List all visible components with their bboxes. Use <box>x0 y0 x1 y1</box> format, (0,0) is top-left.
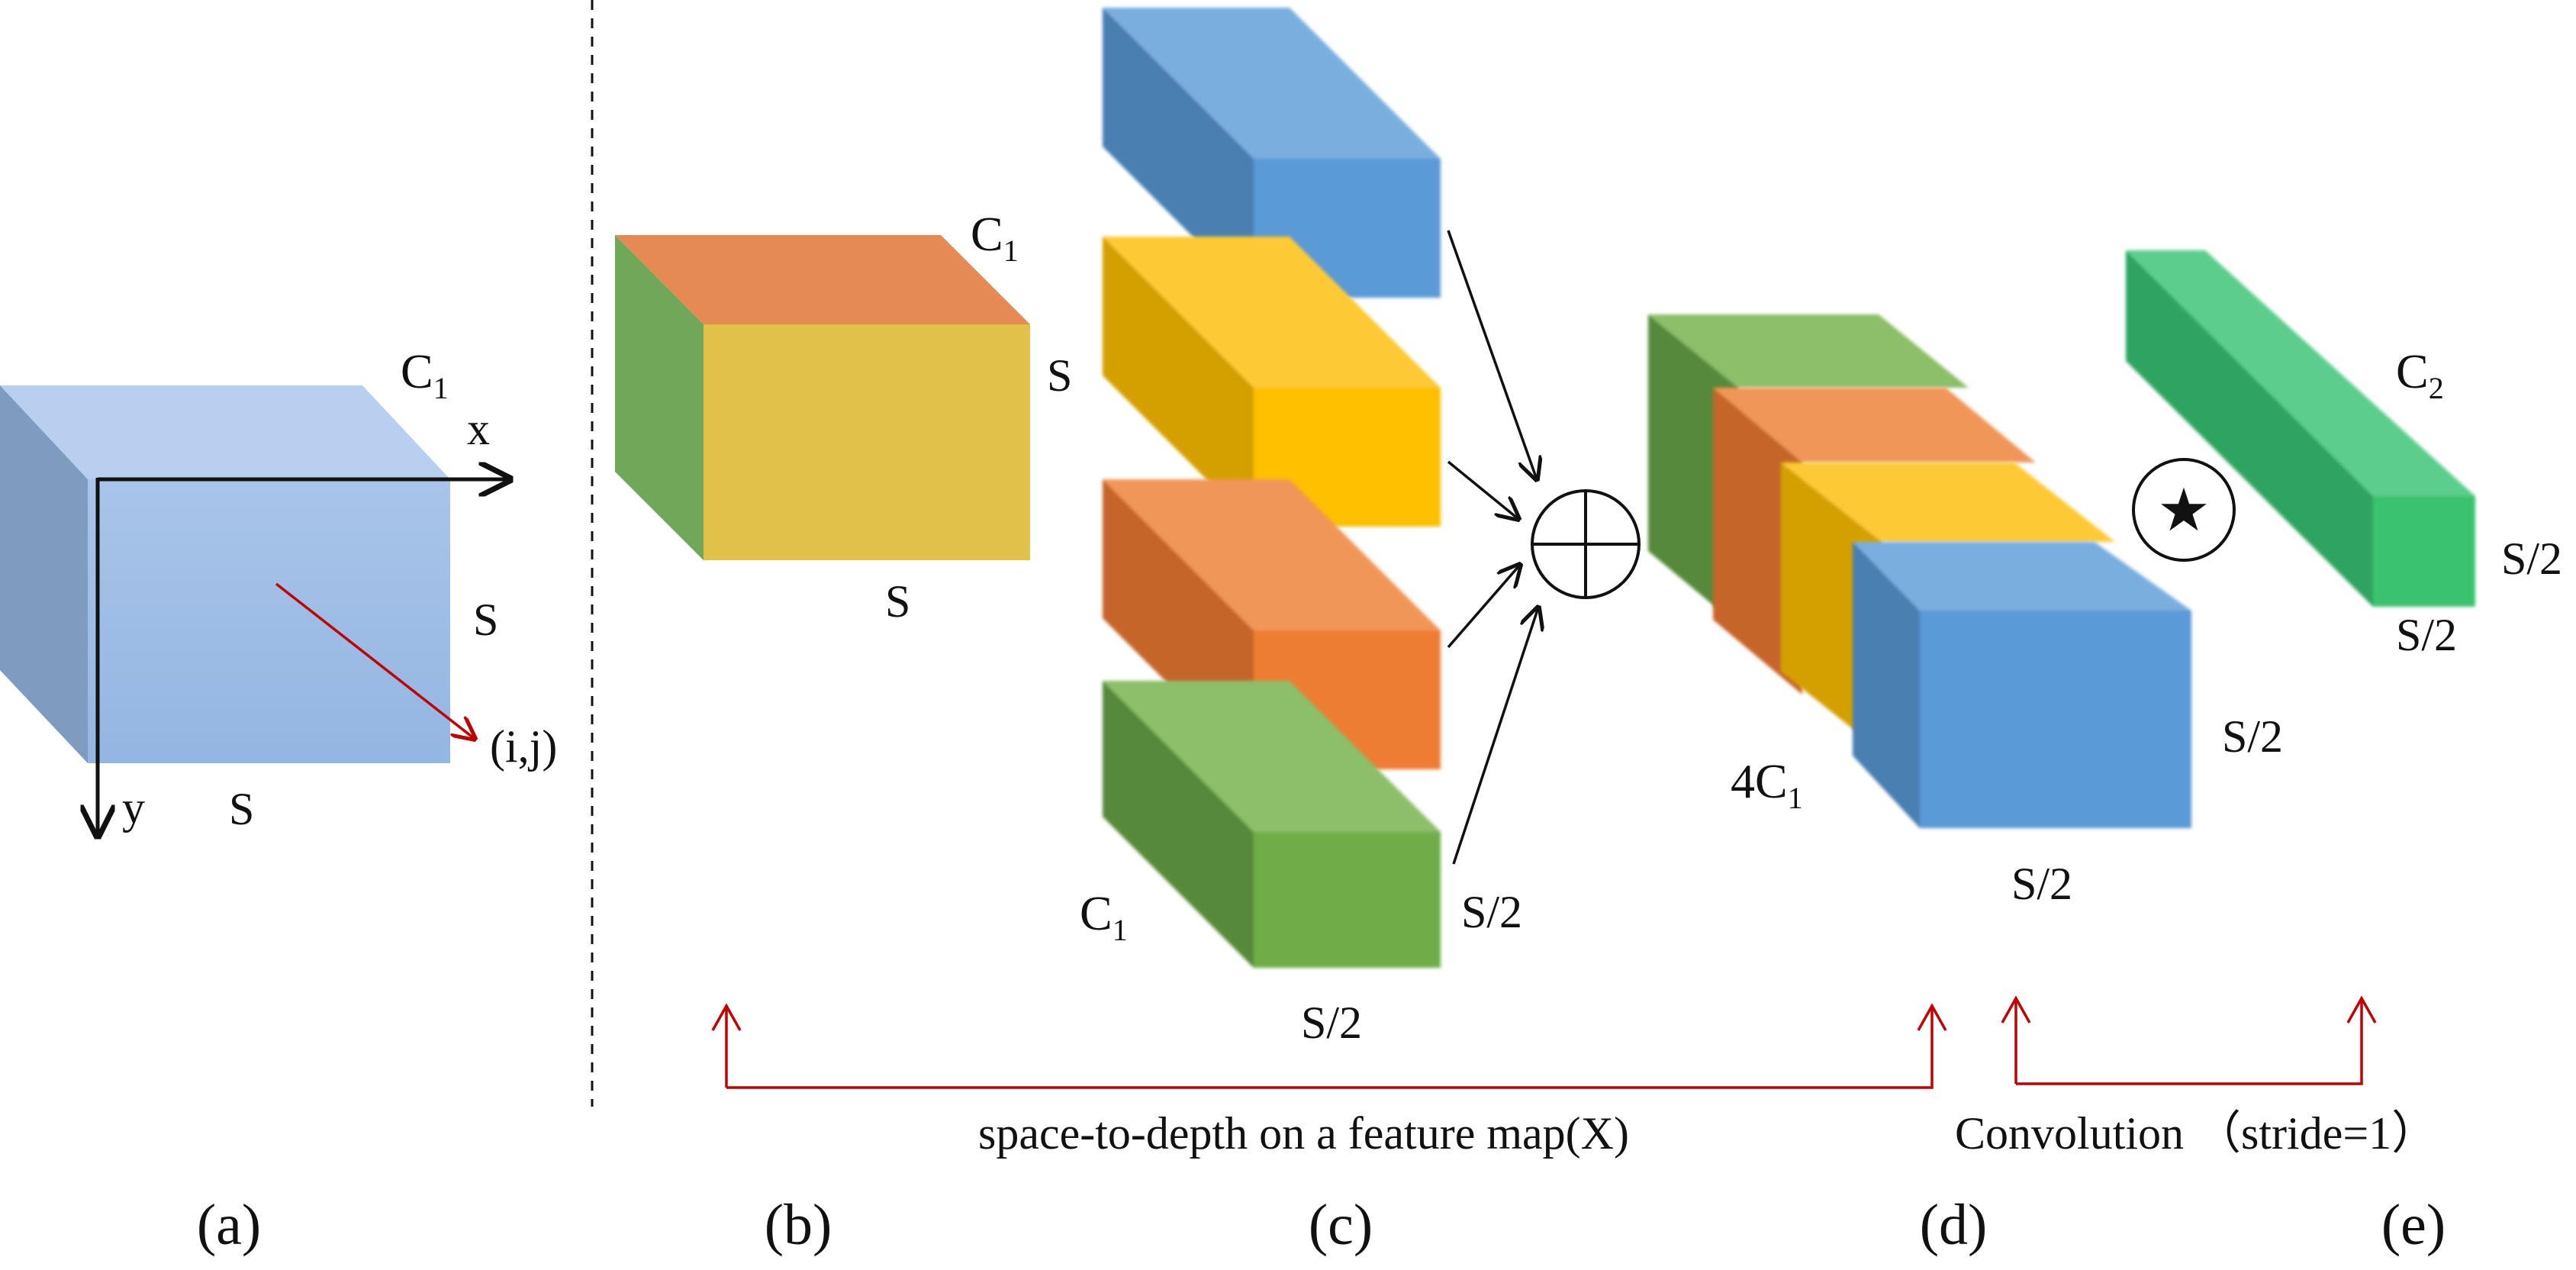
output-height-label: S/2 <box>2501 533 2562 584</box>
spd-caption: space-to-depth on a feature map(X) <box>978 1108 1629 1159</box>
conv-bracket <box>2001 995 2377 1085</box>
stack-blue-layer <box>1853 542 2191 828</box>
map-b-top <box>615 235 1030 324</box>
stack-height-label: S/2 <box>2222 711 2283 762</box>
panel-letter-a: (a) <box>197 1193 261 1257</box>
panel-letter-d: (d) <box>1920 1193 1988 1257</box>
stack-width-label: S/2 <box>2011 859 2072 909</box>
convolution-operator-icon: ★ <box>2132 458 2236 562</box>
panel-letter-e: (e) <box>2381 1193 2446 1257</box>
cube-a-front <box>88 479 450 763</box>
stack-channel-label: 4C1 <box>1731 754 1803 815</box>
panel-d-stacked-map: 4C1 S/2 S/2 ★ <box>1648 314 2283 909</box>
conv-caption: Convolution （stride=1） <box>1955 1108 2437 1159</box>
panel-a-feature-cube: C1 x y S S (i,j) <box>0 344 557 836</box>
panel-e-output-map: C2 S/2 S/2 <box>2126 250 2562 660</box>
y-axis-label: y <box>122 782 145 833</box>
concat-arrow-green <box>1452 608 1538 865</box>
cube-a-side-label: S <box>473 595 498 645</box>
slice-channel-label: C1 <box>1080 886 1128 947</box>
map-b-channel-label: C1 <box>971 207 1019 268</box>
cube-a-channel-label: C1 <box>401 344 449 405</box>
map-b-front <box>704 324 1030 560</box>
spd-bracket <box>711 1003 1947 1089</box>
output-channel-label: C2 <box>2396 344 2444 405</box>
x-axis-label: x <box>467 404 490 454</box>
svg-text:★: ★ <box>2157 476 2211 545</box>
slice-height-label: S/2 <box>1461 887 1522 937</box>
slice-width-label: S/2 <box>1301 998 1362 1048</box>
panel-c-subfeature-slices: C1 S/2 S/2 <box>1080 8 1641 1048</box>
slice-green <box>1103 681 1441 968</box>
concat-arrow-blue <box>1447 230 1537 479</box>
point-ij-label: (i,j) <box>490 721 557 772</box>
cube-a-top <box>0 385 450 479</box>
output-block <box>2126 250 2475 607</box>
concat-operator-icon <box>1531 489 1641 599</box>
panel-letter-b: (b) <box>765 1193 832 1257</box>
map-b-side <box>615 235 704 560</box>
map-b-height-label: S <box>1047 350 1072 401</box>
cube-a-bottom-label: S <box>229 784 254 834</box>
cube-a-side <box>0 385 88 763</box>
position-vector-arrow <box>275 582 475 739</box>
stack-orange-layer <box>1713 388 2036 695</box>
panel-b-feature-map: C1 S S <box>615 207 1072 627</box>
panel-letter-c: (c) <box>1309 1193 1373 1257</box>
slice-yellow <box>1103 237 1441 527</box>
map-b-width-label: S <box>885 576 910 627</box>
concat-arrow-orange <box>1447 565 1520 649</box>
concat-arrow-yellow <box>1447 460 1518 519</box>
output-width-label: S/2 <box>2396 610 2457 660</box>
